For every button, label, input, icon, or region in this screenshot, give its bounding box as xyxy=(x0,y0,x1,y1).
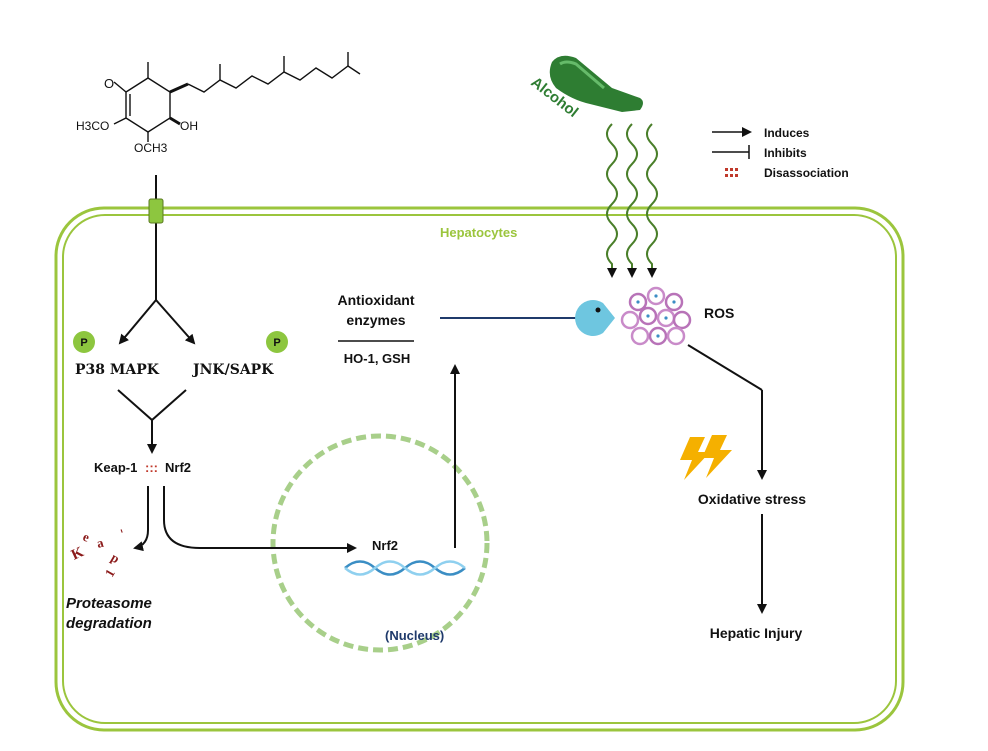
keap1-dissociation-mark: ::: xyxy=(145,460,158,475)
cell-label: Hepatocytes xyxy=(440,225,517,240)
antioxidant-label-line3: HO-1, GSH xyxy=(344,351,410,366)
jnk-sapk-label: JNK/SAPK xyxy=(191,362,274,378)
antioxidant-label-line2: enzymes xyxy=(346,312,405,328)
methoxy-left-label: H3CO xyxy=(76,119,109,133)
fragment-p: p xyxy=(109,550,123,567)
pacman-eye-icon xyxy=(595,307,601,313)
ros-branch-line xyxy=(687,344,763,391)
nucleus-label: (Nucleus) xyxy=(385,628,444,643)
arrow-to-p38 xyxy=(118,299,157,345)
antioxidant-label-line1: Antioxidant xyxy=(338,292,415,308)
legend-disassociation-label: Disassociation xyxy=(764,166,849,180)
alcohol-bottle-icon xyxy=(549,55,643,112)
proteasome-label-line1: Proteasome xyxy=(66,595,152,612)
converge-lines xyxy=(117,389,187,422)
phospho-label-jnk: P xyxy=(273,337,280,349)
proteasome-label-line2: degradation xyxy=(66,615,152,632)
legend-disassociation-symbol xyxy=(725,168,738,177)
hydroxyl-label: OH xyxy=(180,119,198,133)
ros-label: ROS xyxy=(704,305,734,321)
keap1-label: Keap-1 xyxy=(94,460,137,475)
ketone-label: O xyxy=(104,76,114,91)
nrf2-nucleus-label: Nrf2 xyxy=(372,538,398,553)
fragment-1: 1 xyxy=(102,566,118,579)
legend: Induces Inhibits Disassociation xyxy=(712,126,849,180)
oxidative-stress-label: Oxidative stress xyxy=(698,491,806,507)
pacman-scavenger-icon xyxy=(575,300,615,337)
nrf2-complex-label: Nrf2 xyxy=(165,460,191,475)
hepatic-injury-label: Hepatic Injury xyxy=(710,625,803,641)
methoxy-bottom-label: OCH3 xyxy=(134,141,168,155)
legend-induces-label: Induces xyxy=(764,126,810,140)
dna-helix xyxy=(344,560,466,576)
arrow-nrf2-to-nucleus xyxy=(163,486,357,553)
alcohol-waves xyxy=(606,123,658,278)
nucleus-membrane xyxy=(270,433,490,653)
membrane-receptor xyxy=(148,198,164,224)
arrow-to-jnk xyxy=(155,299,196,345)
lightning-icon xyxy=(680,435,732,480)
fragment-a: a xyxy=(95,535,106,551)
phospho-badge-p38 xyxy=(73,331,95,353)
phospho-badge-jnk xyxy=(266,331,288,353)
legend-inhibits-label: Inhibits xyxy=(764,146,807,160)
fragment-dash: - xyxy=(115,526,131,535)
fragment-e: e xyxy=(81,529,92,545)
molecule-structure xyxy=(113,52,361,142)
cell-membrane xyxy=(54,206,905,732)
ros-dots xyxy=(636,294,676,338)
p38-mapk-label: P38 MAPK xyxy=(75,362,160,378)
fragment-k: K xyxy=(69,544,87,564)
phospho-label-p38: P xyxy=(80,337,87,349)
arrow-to-degradation xyxy=(133,486,149,552)
keap-fragments: K e a p - 1 xyxy=(69,526,131,580)
